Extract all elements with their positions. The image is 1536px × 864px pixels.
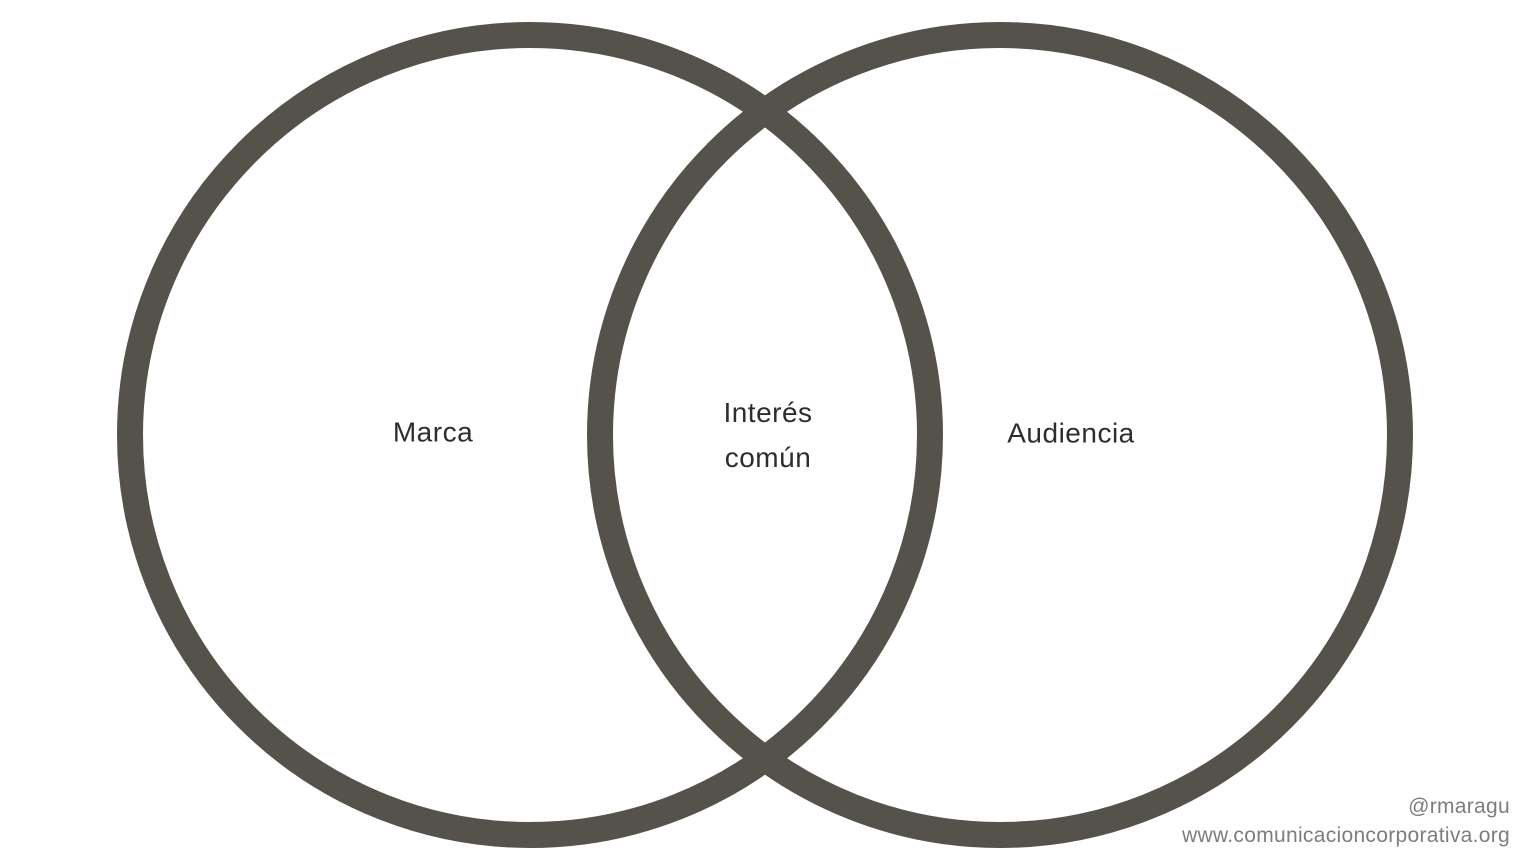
right-circle-label: Audiencia xyxy=(1007,417,1135,449)
left-circle-marca xyxy=(117,22,943,848)
overlap-label-line2: común xyxy=(724,442,812,473)
left-circle-label: Marca xyxy=(392,416,474,448)
overlap-label: Interés común xyxy=(723,391,812,481)
footer-website: www.comunicacioncorporativa.org xyxy=(1182,823,1510,847)
footer-credit: @rmaragu www.comunicacioncorporativa.org xyxy=(1182,793,1510,850)
overlap-label-line1: Interés xyxy=(723,397,813,429)
footer-handle: @rmaragu xyxy=(1408,795,1510,819)
right-circle-audiencia xyxy=(587,22,1413,848)
